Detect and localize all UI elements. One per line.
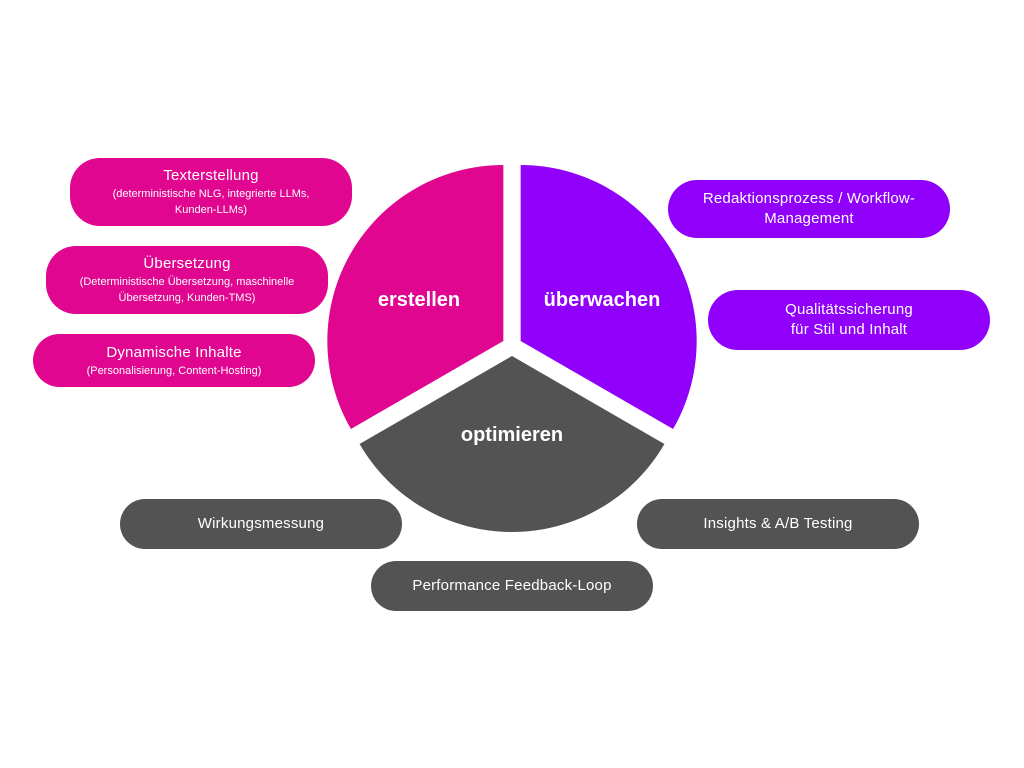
pill-subtitle: Kunden-LLMs) (174, 204, 248, 216)
pill-dynamische-inhalte: Dynamische Inhalte (Personalisierung, Co… (33, 334, 315, 387)
pill-title: Übersetzung (143, 255, 231, 272)
pill-uebersetzung: Übersetzung (Deterministische Übersetzun… (46, 246, 328, 314)
pill-redaktionsprozess: Redaktionsprozess / Workflow- Management (668, 180, 950, 238)
pill-subtitle: (deterministische NLG, integrierte LLMs, (112, 188, 310, 200)
pill-title: Management (764, 210, 854, 227)
segment-monitor-label: überwachen (544, 289, 661, 311)
pill-performance-feedback-loop: Performance Feedback-Loop (371, 561, 653, 611)
pill-title: Qualitätssicherung (785, 301, 913, 318)
segment-optimize (359, 356, 665, 532)
pill-insights-ab-testing: Insights & A/B Testing (637, 499, 919, 549)
pill-subtitle: (Personalisierung, Content-Hosting) (86, 364, 262, 377)
segment-optimize-label: optimieren (461, 424, 563, 446)
pill-title: Redaktionsprozess / Workflow- (702, 190, 916, 207)
pill-title: Texterstellung (163, 167, 259, 184)
pill-subtitle: Übersetzung, Kunden-TMS) (118, 292, 256, 304)
pill-title: Performance Feedback-Loop (412, 577, 612, 594)
pill-texterstellung: Texterstellung (deterministische NLG, in… (70, 158, 352, 226)
pill-wirkungsmessung: Wirkungsmessung (120, 499, 402, 549)
pill-title: Dynamische Inhalte (106, 343, 242, 361)
pill-title: für Stil und Inhalt (790, 321, 908, 338)
pill-qualitaetssicherung: Qualitätssicherung für Stil und Inhalt (708, 290, 990, 350)
segment-create-label: erstellen (378, 289, 460, 311)
pill-title: Insights & A/B Testing (703, 515, 853, 532)
segment-create (327, 165, 504, 429)
pill-subtitle: (Deterministische Übersetzung, maschinel… (79, 276, 295, 288)
segment-monitor (520, 165, 697, 429)
pill-title: Wirkungsmessung (197, 515, 325, 532)
